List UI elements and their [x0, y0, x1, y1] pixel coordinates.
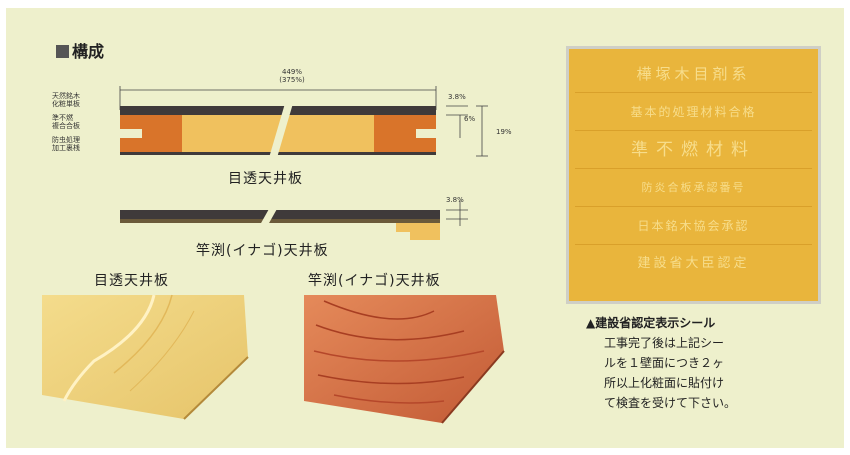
- dim-6: 6%: [464, 115, 476, 123]
- board-photos: [42, 294, 505, 424]
- caption-heading: ▲建設省認定表示シール: [586, 316, 716, 330]
- layer-label: 準不燃: [52, 114, 73, 122]
- seal-row: 防炎合板承認番号: [575, 169, 812, 207]
- seal-row: 建設省大臣認定: [637, 255, 750, 271]
- seal-caption: ▲建設省認定表示シール 工事完了後は上記シー ルを１壁面につき２ヶ 所以上化粧面…: [586, 313, 836, 413]
- dim-3.8: 3.8%: [448, 93, 466, 101]
- cross-section-diagram: [119, 86, 488, 240]
- panel2-veneer: [120, 210, 440, 219]
- layer-labels: 天然銘木 化粧単板 準不燃 複合合板 防虫処理 加工裏桟: [52, 92, 80, 152]
- layer-label: 天然銘木: [52, 92, 80, 100]
- width-bottom-value: (375%): [279, 76, 305, 84]
- panel1-label: 目透天井板: [228, 171, 303, 187]
- caption-line: 所以上化粧面に貼付け: [604, 376, 725, 390]
- section-title-text: 構成: [72, 42, 105, 61]
- photo-mokume-board: [42, 294, 249, 420]
- seal-row: 基本的処理材料合格: [575, 93, 812, 131]
- square-bullet-icon: [56, 45, 69, 58]
- catalog-panel: 構成 天然銘木 化粧単板 準不燃 複合合板 防虫処理 加工裏桟 449% (37…: [6, 8, 844, 448]
- caption-line: て検査を受けて下さい。: [604, 396, 737, 410]
- layer-label: 加工裏桟: [52, 144, 80, 152]
- width-dimension: 449% (375%): [272, 68, 312, 84]
- seal-row: 準不燃材料: [575, 131, 812, 169]
- photo-right-label: 竿渕(イナゴ)天井板: [308, 273, 441, 289]
- caption-line: ルを１壁面につき２ヶ: [604, 356, 725, 370]
- caption-line: 工事完了後は上記シー: [604, 336, 725, 350]
- panel2-label: 竿渕(イナゴ)天井板: [196, 243, 329, 259]
- veneer-layer: [120, 106, 436, 115]
- width-top-value: 449%: [281, 68, 302, 76]
- seal-row: 樺塚木目剤系: [575, 55, 812, 93]
- section-heading: 構成: [56, 38, 104, 62]
- photo-left-label: 目透天井板: [94, 273, 169, 289]
- layer-label: 化粧単板: [52, 100, 80, 108]
- layer-label: 防虫処理: [52, 136, 80, 144]
- layer-label: 複合合板: [52, 122, 80, 130]
- dim-19: 19%: [496, 128, 512, 136]
- dim-panel2: 3.8%: [446, 196, 464, 204]
- seal-row: 日本銘木協会承認: [575, 207, 812, 245]
- break-mark: [266, 100, 294, 168]
- certification-seal: 樺塚木目剤系 基本的処理材料合格 準不燃材料 防炎合板承認番号 日本銘木協会承認…: [566, 46, 821, 304]
- photo-saobuchi-board: [304, 295, 505, 424]
